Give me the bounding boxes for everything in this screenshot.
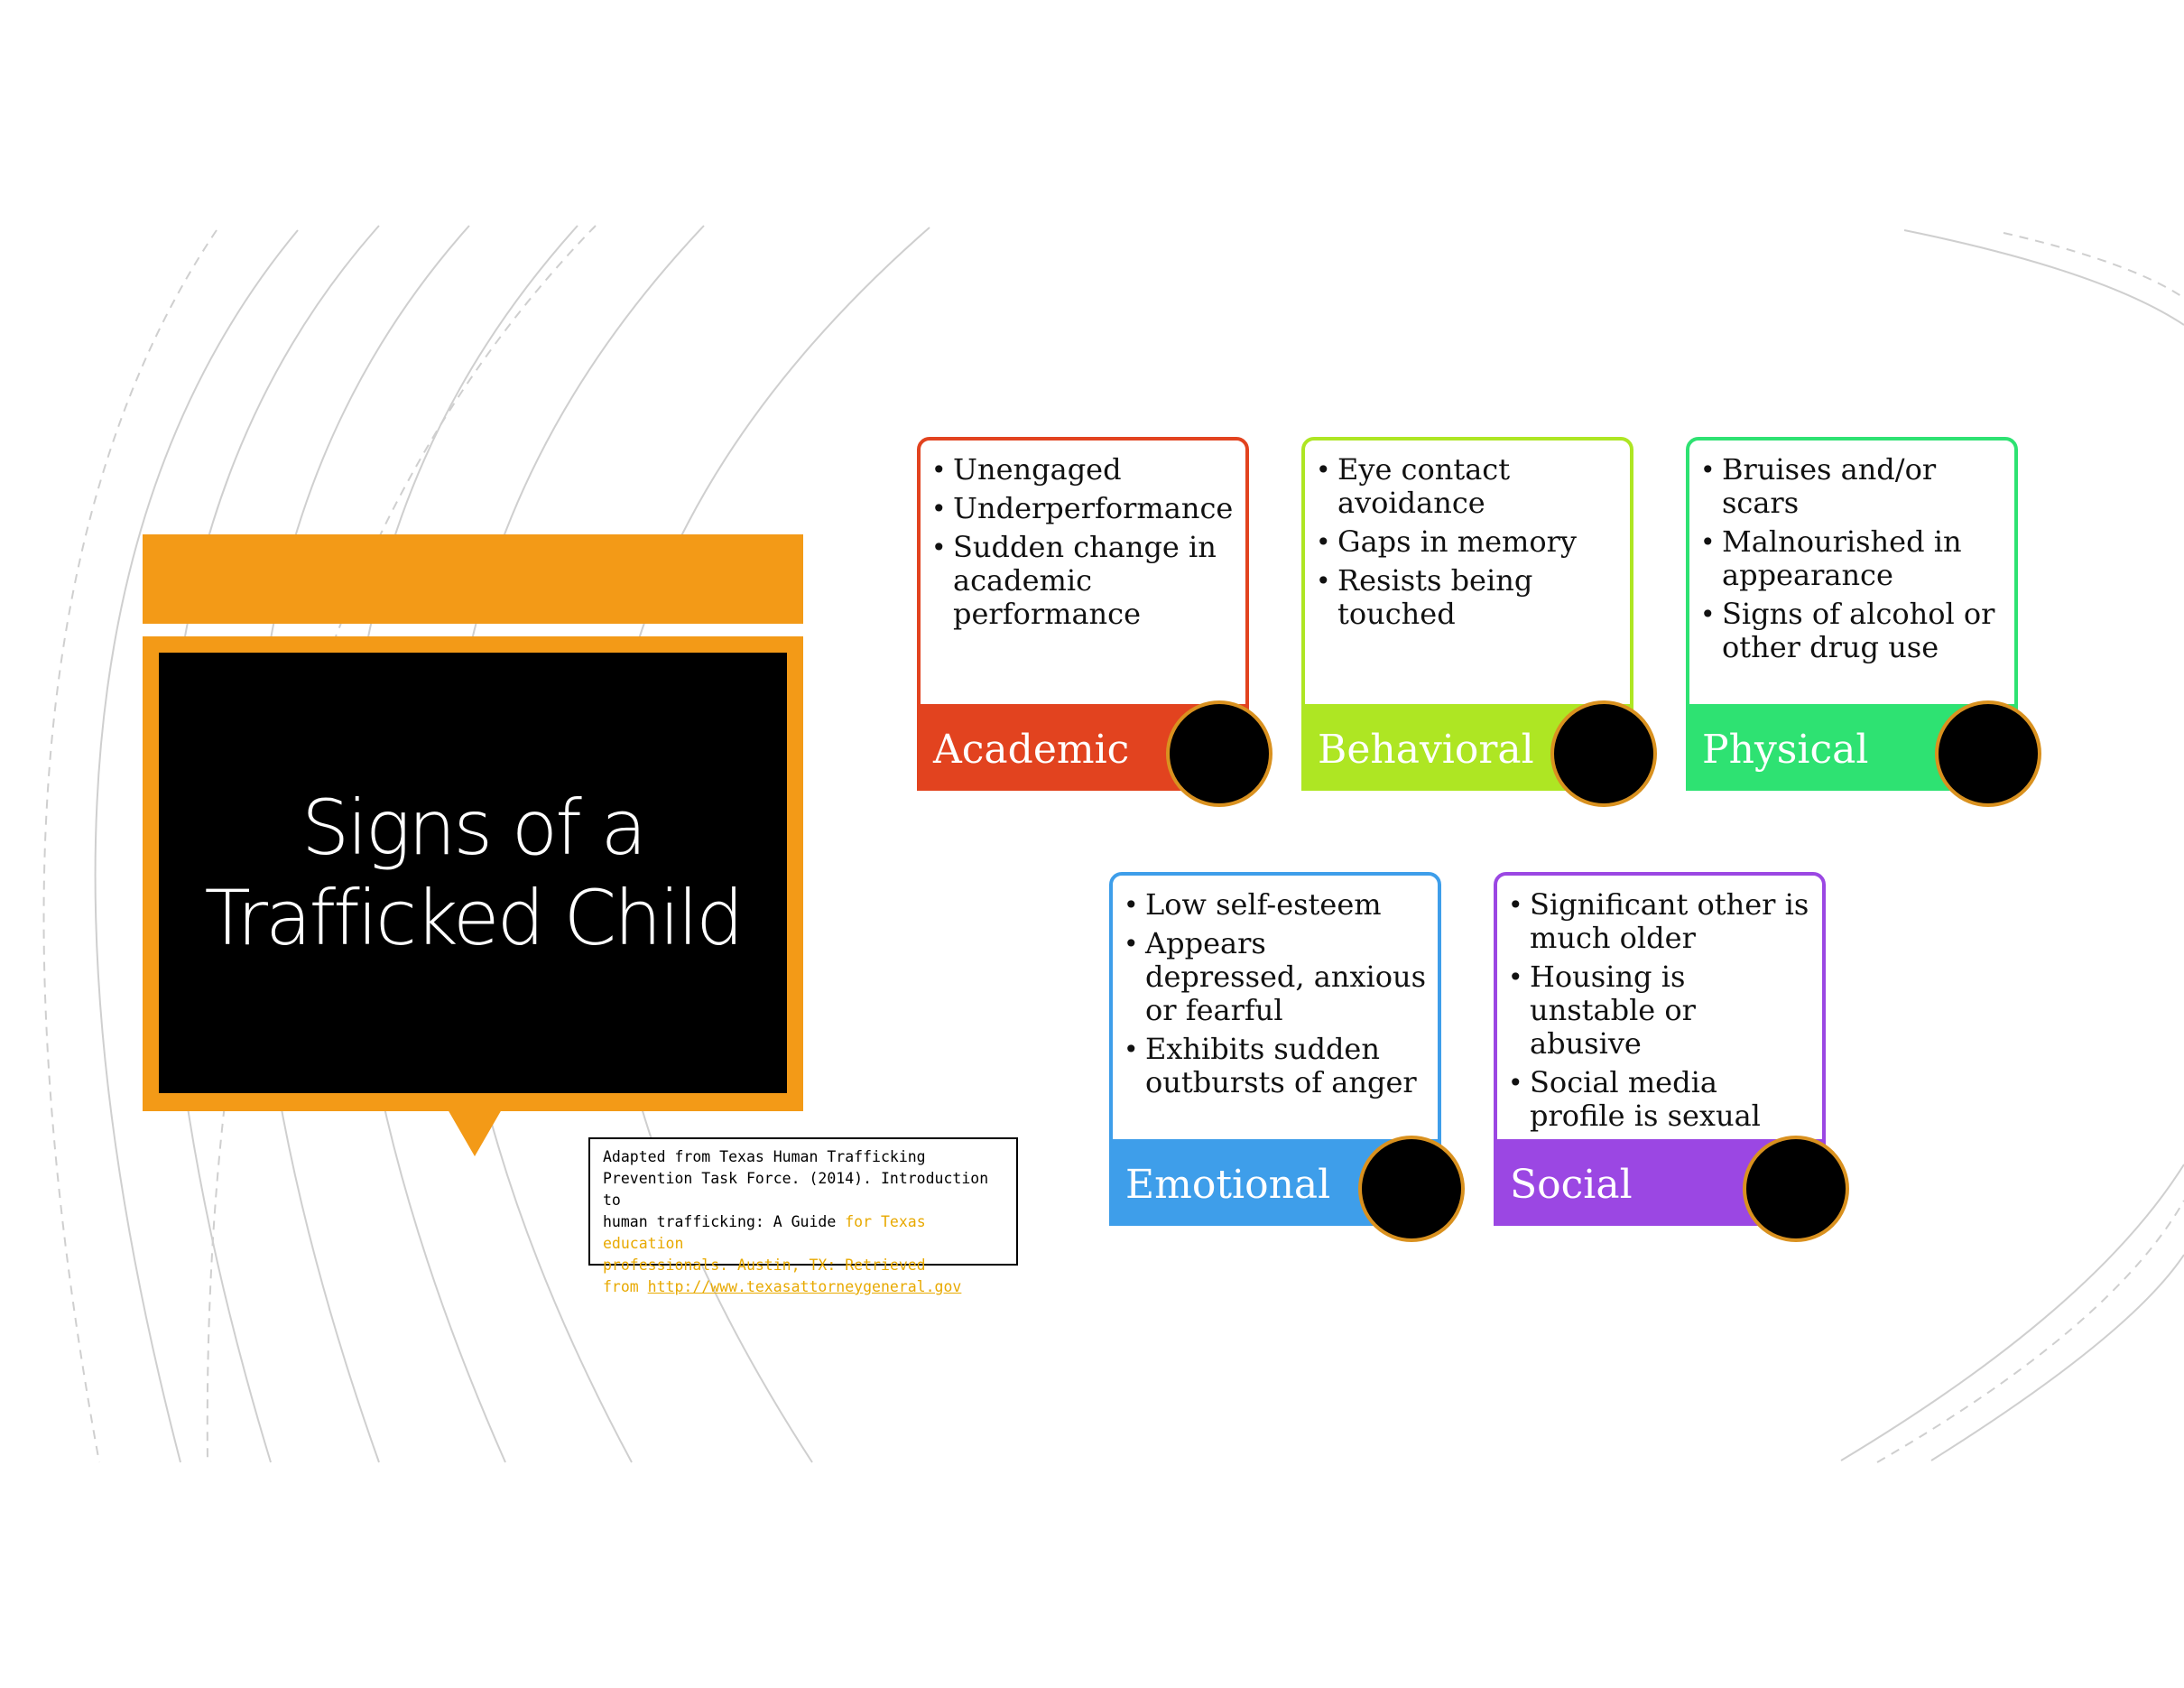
list-item: Unengaged (931, 453, 1238, 487)
card-physical-list: Bruises and/or scars Malnourished in app… (1689, 441, 2014, 664)
title-line-1: Signs of a (301, 784, 647, 872)
card-emotional-list: Low self-esteem Appears depressed, anxio… (1113, 876, 1438, 1099)
citation-line-4: professionals. Austin, TX: Retrieved (603, 1257, 926, 1274)
card-behavioral-list-box: Eye contact avoidance Gaps in memory Res… (1301, 437, 1633, 708)
list-item: Social media profile is sexual (1508, 1066, 1815, 1133)
citation-highlight-text: for Texas education (603, 1213, 926, 1252)
card-behavioral-list: Eye contact avoidance Gaps in memory Res… (1305, 441, 1630, 631)
card-academic: Unengaged Underperformance Sudden change… (917, 437, 1272, 807)
card-emotional: Low self-esteem Appears depressed, anxio… (1109, 872, 1465, 1242)
citation-line-3: human trafficking: A Guide for Texas edu… (603, 1211, 1004, 1255)
card-social-circle (1743, 1136, 1849, 1242)
citation-line-2: Prevention Task Force. (2014). Introduct… (603, 1170, 989, 1209)
list-item: Appears depressed, anxious or fearful (1124, 927, 1430, 1027)
list-item: Bruises and/or scars (1700, 453, 2007, 520)
list-item: Gaps in memory (1316, 525, 1623, 560)
list-item: Signs of alcohol or other drug use (1700, 598, 2007, 664)
list-item: Eye contact avoidance (1316, 453, 1623, 520)
card-physical-circle (1935, 700, 2041, 807)
card-social-list-box: Significant other is much older Housing … (1494, 872, 1826, 1143)
card-emotional-circle (1358, 1136, 1465, 1242)
citation-from-text: from (603, 1278, 648, 1295)
card-academic-list: Unengaged Underperformance Sudden change… (921, 441, 1245, 631)
title-accent-bar (143, 534, 803, 624)
list-item: Significant other is much older (1508, 888, 1815, 955)
citation-line-5: from http://www.texasattorneygeneral.gov (603, 1276, 1004, 1298)
list-item: Resists being touched (1316, 564, 1623, 631)
card-social-list: Significant other is much older Housing … (1497, 876, 1822, 1133)
card-social: Significant other is much older Housing … (1494, 872, 1849, 1242)
card-behavioral: Eye contact avoidance Gaps in memory Res… (1301, 437, 1657, 807)
card-physical-list-box: Bruises and/or scars Malnourished in app… (1686, 437, 2018, 708)
list-item: Housing is unstable or abusive (1508, 960, 1815, 1061)
list-item: Malnourished in appearance (1700, 525, 2007, 592)
title-line-2: Trafficked Child (204, 874, 745, 962)
card-academic-list-box: Unengaged Underperformance Sudden change… (917, 437, 1249, 708)
title-callout-tail (448, 1109, 502, 1156)
card-academic-circle (1166, 700, 1272, 807)
card-emotional-list-box: Low self-esteem Appears depressed, anxio… (1109, 872, 1441, 1143)
list-item: Underperformance (931, 492, 1238, 526)
list-item: Sudden change in academic performance (931, 531, 1238, 631)
card-behavioral-circle (1550, 700, 1657, 807)
list-item: Low self-esteem (1124, 888, 1430, 923)
card-physical: Bruises and/or scars Malnourished in app… (1686, 437, 2041, 807)
citation-link[interactable]: http://www.texasattorneygeneral.gov (647, 1278, 962, 1295)
list-item: Exhibits sudden outbursts of anger (1124, 1033, 1430, 1099)
title-box: Signs of a Trafficked Child (159, 653, 787, 1093)
citation-line-1: Adapted from Texas Human Trafficking (603, 1148, 926, 1165)
page-title: Signs of a Trafficked Child (202, 783, 745, 963)
citation-text: human trafficking: A Guide (603, 1213, 846, 1230)
citation-box: Adapted from Texas Human Trafficking Pre… (588, 1137, 1018, 1295)
